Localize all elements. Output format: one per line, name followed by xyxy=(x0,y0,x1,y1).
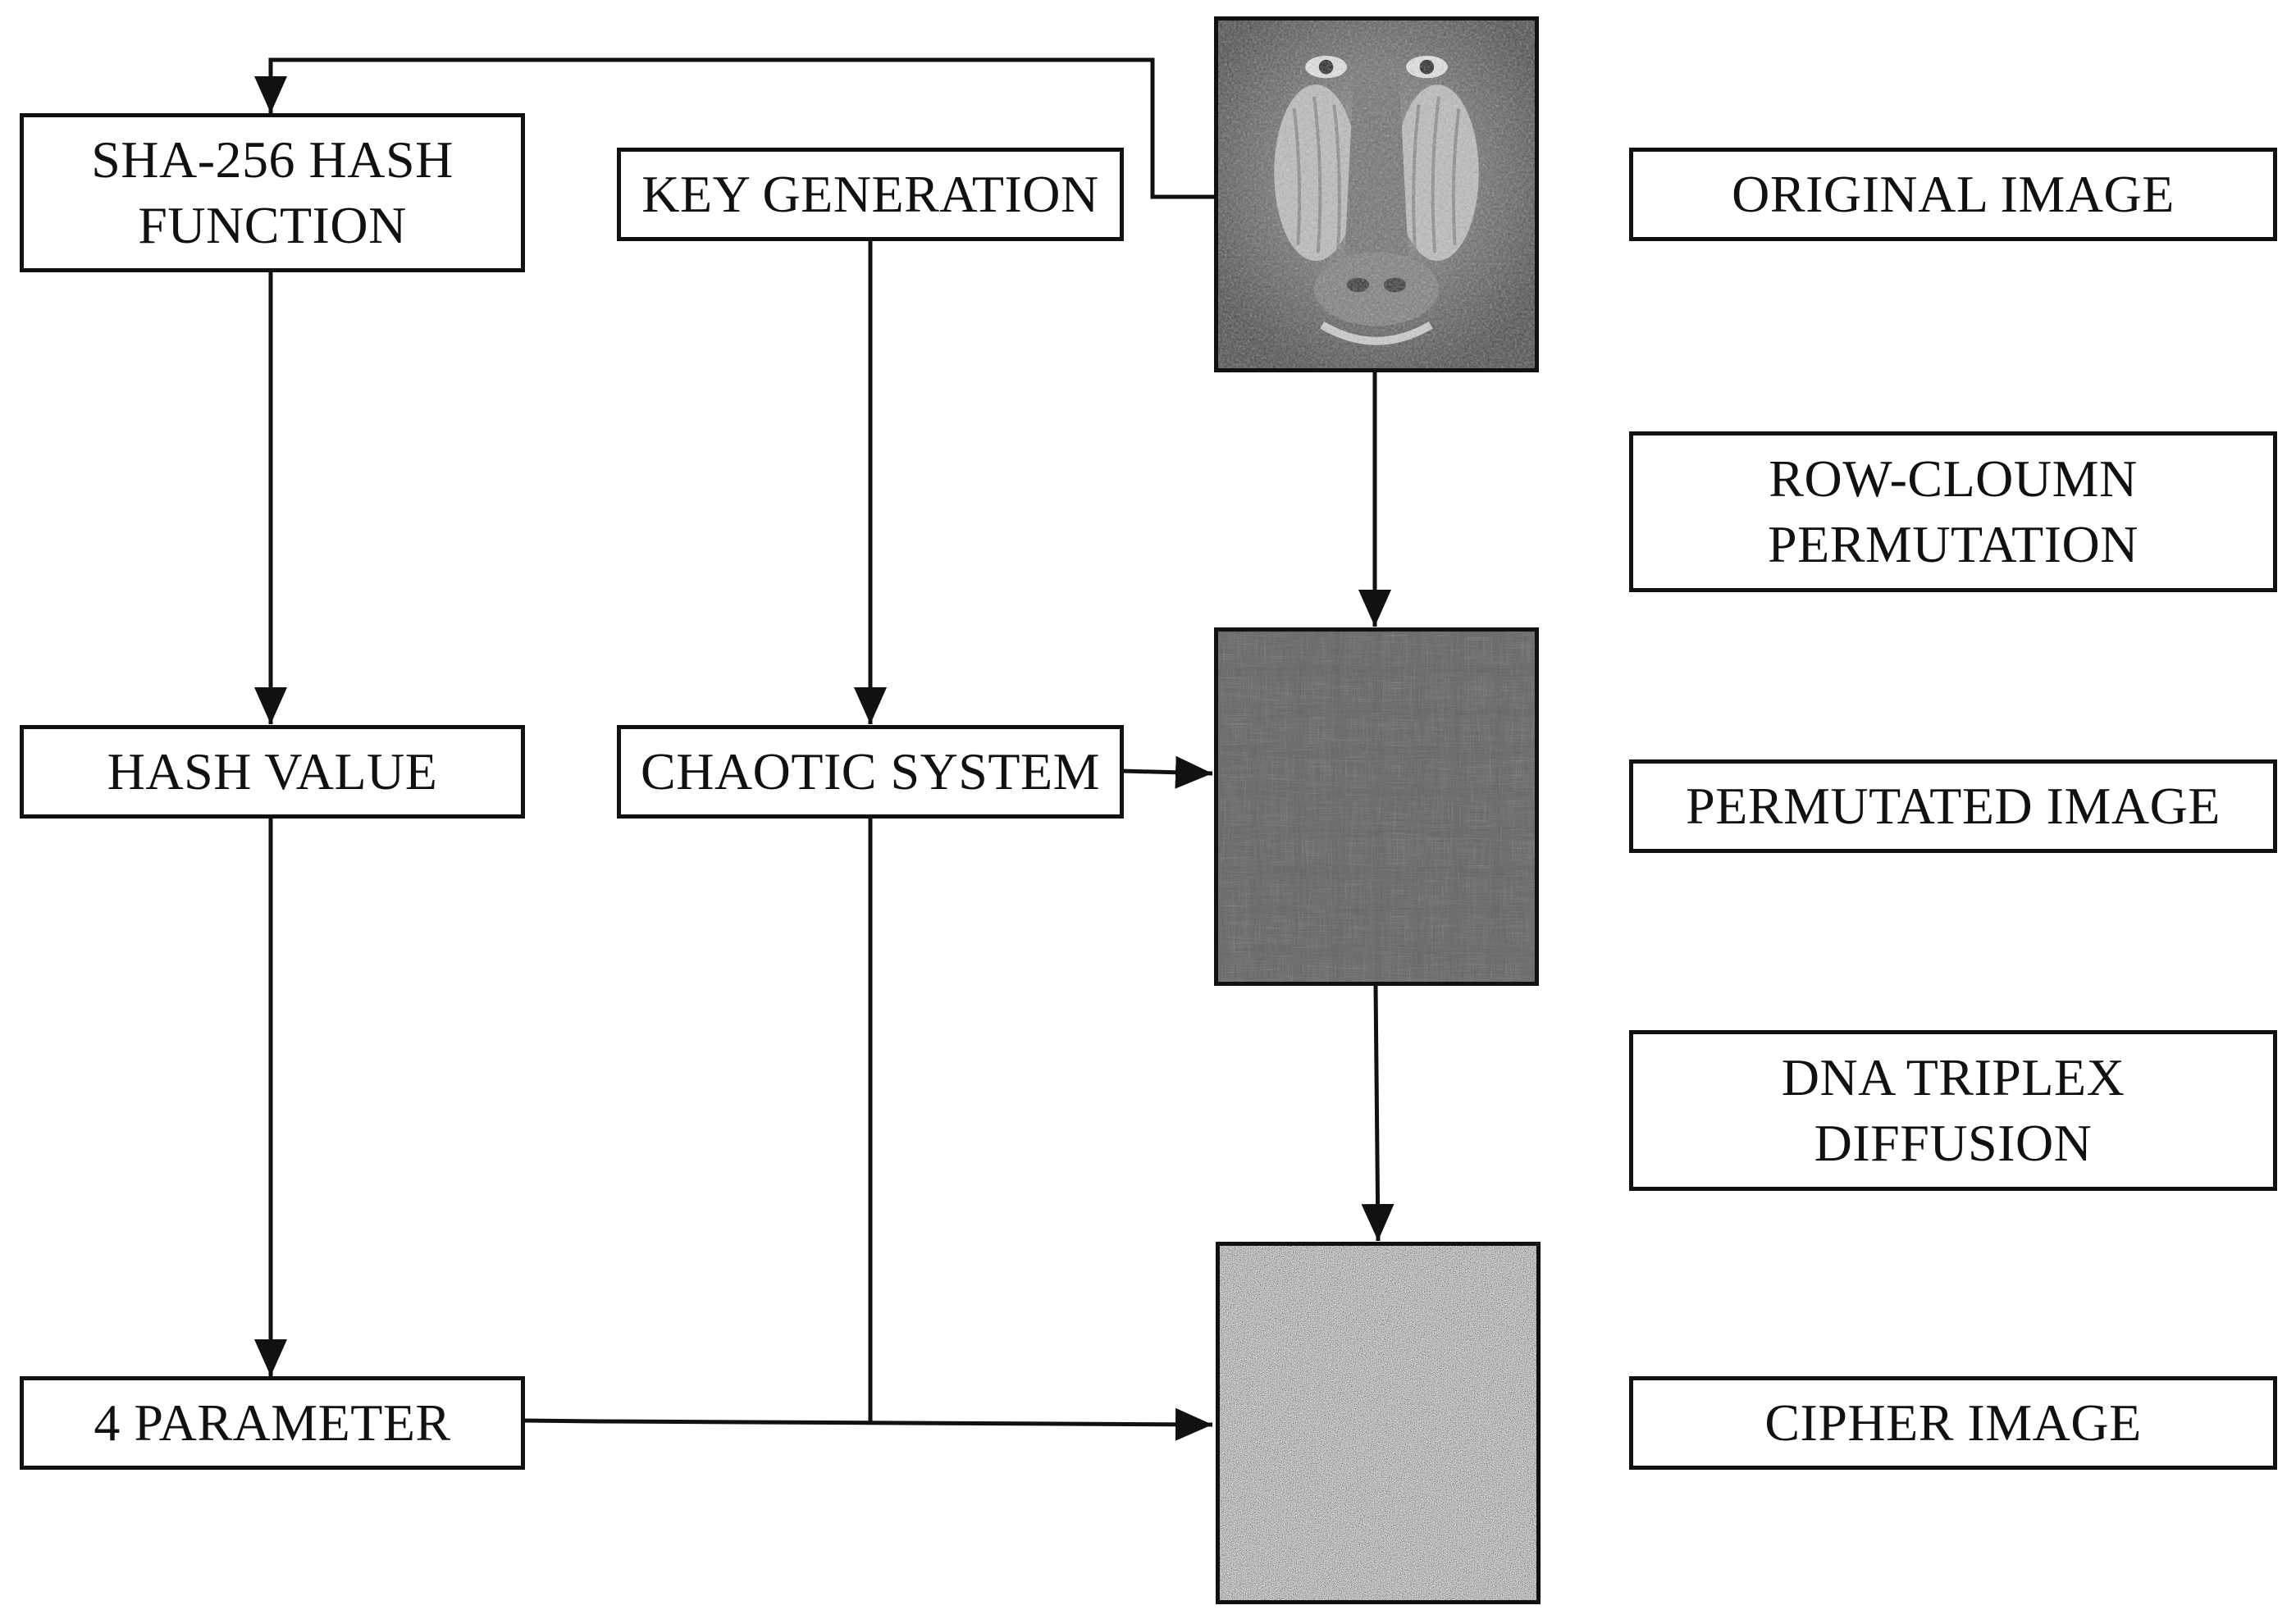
original-image-label-box: ORIGINAL IMAGE xyxy=(1629,148,2277,241)
parameter-label: 4 PARAMETER xyxy=(94,1393,451,1452)
cipher-image-picture xyxy=(1216,1242,1541,1604)
permutated-image-label-box: PERMUTATED IMAGE xyxy=(1629,759,2277,853)
cipher-image-label-box: CIPHER IMAGE xyxy=(1629,1376,2277,1470)
row-column-permutation-box: ROW-CLOUMN PERMUTATION xyxy=(1629,431,2277,592)
original-image-picture xyxy=(1214,16,1539,372)
dna-triplex-diffusion-box: DNA TRIPLEX DIFFUSION xyxy=(1629,1030,2277,1191)
original-image-label: ORIGINAL IMAGE xyxy=(1732,165,2175,223)
dna-triplex-line1: DNA TRIPLEX xyxy=(1781,1048,2125,1106)
random-noise-icon xyxy=(1220,1246,1536,1600)
permutated-image-picture xyxy=(1214,627,1539,986)
arrow-chaotic-to-permutated xyxy=(1121,755,1213,789)
cipher-image-label: CIPHER IMAGE xyxy=(1764,1393,2142,1452)
sha-box-line2: FUNCTION xyxy=(138,196,407,254)
key-generation-label: KEY GENERATION xyxy=(641,165,1099,223)
arrow-original-to-sha xyxy=(254,57,1216,199)
sha-256-hash-function-box: SHA-256 HASH FUNCTION xyxy=(20,113,525,272)
four-parameter-box: 4 PARAMETER xyxy=(20,1376,525,1470)
chaotic-system-box: CHAOTIC SYSTEM xyxy=(617,725,1124,819)
permutated-image-label: PERMUTATED IMAGE xyxy=(1686,777,2221,835)
sha-box-line1: SHA-256 HASH xyxy=(91,130,454,189)
arrow-permutated-to-cipher xyxy=(1361,984,1394,1242)
dna-triplex-line2: DIFFUSION xyxy=(1814,1114,2093,1172)
arrow-parameter-to-cipher xyxy=(523,1407,1213,1441)
baboon-photo-icon xyxy=(1218,21,1535,368)
chaotic-system-label: CHAOTIC SYSTEM xyxy=(641,742,1100,800)
hash-value-label: HASH VALUE xyxy=(107,742,438,800)
key-generation-box: KEY GENERATION xyxy=(617,148,1124,241)
row-column-line1: ROW-CLOUMN xyxy=(1769,449,2138,508)
scrambled-noise-icon xyxy=(1218,632,1535,982)
hash-value-box: HASH VALUE xyxy=(20,725,525,819)
row-column-line2: PERMUTATION xyxy=(1768,515,2139,573)
